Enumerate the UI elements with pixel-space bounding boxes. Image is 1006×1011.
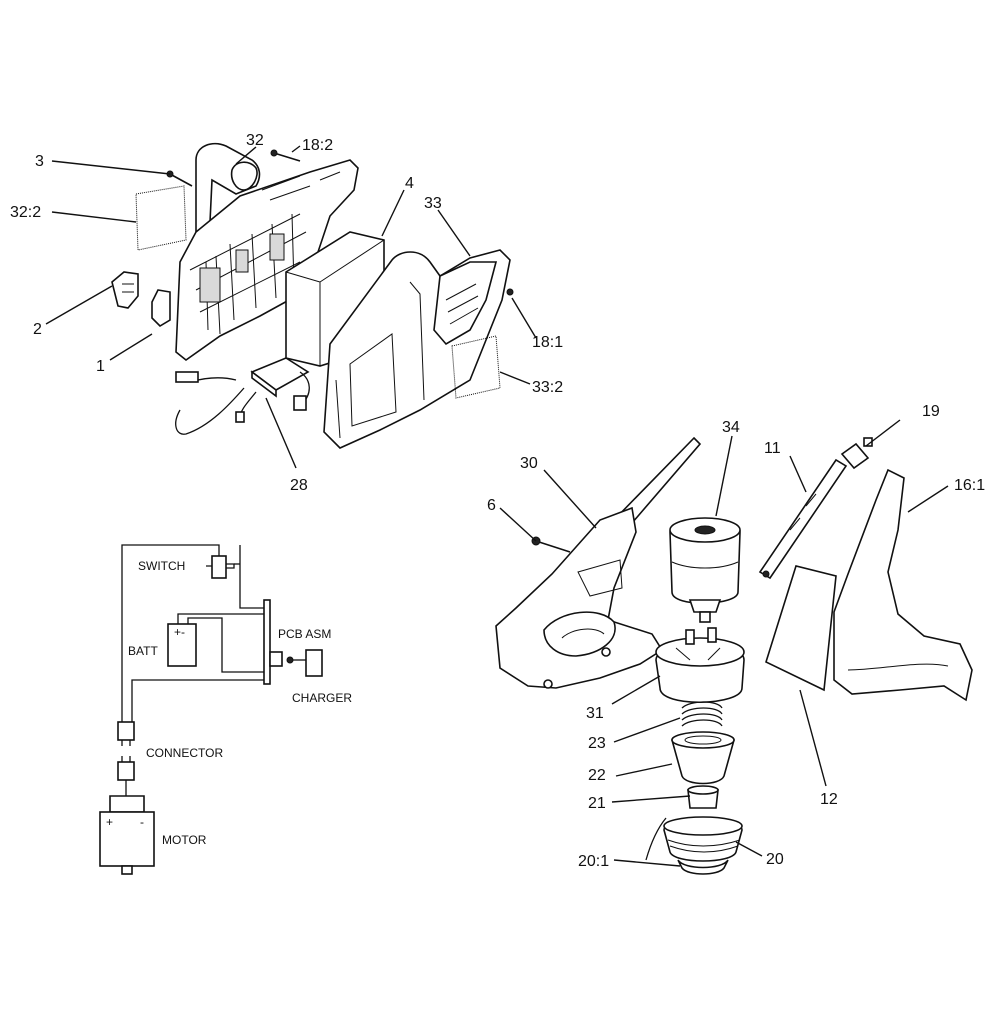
pcb-assembly-28 <box>175 357 310 435</box>
callout-28: 28 <box>290 477 308 494</box>
battery-symbol <box>167 623 197 667</box>
callout-34: 34 <box>722 419 740 436</box>
clip-1 <box>151 289 171 328</box>
motor-34 <box>669 517 741 623</box>
motor-cup-31 <box>655 627 745 703</box>
label-batt: BATT <box>128 644 158 658</box>
screw-6 <box>531 536 571 553</box>
motor-top-cap <box>109 795 145 813</box>
label-12 <box>765 565 837 692</box>
connector-bottom-symbol <box>117 761 135 781</box>
callout-19: 19 <box>922 403 940 420</box>
callout-32: 32 <box>246 132 264 149</box>
knob-20-1 <box>677 859 729 875</box>
callout-labels: 32 18:2 3 4 33 32:2 2 1 18:1 33:2 28 34 … <box>10 132 985 870</box>
guard-16-1 <box>833 468 973 702</box>
callout-12: 12 <box>820 791 838 808</box>
callout-2: 2 <box>33 321 42 338</box>
plug-19 <box>840 437 873 470</box>
callout-22: 22 <box>588 767 606 784</box>
charger-symbol <box>305 649 323 677</box>
cap-22 <box>671 731 735 785</box>
spool-21 <box>687 785 719 809</box>
callout-23: 23 <box>588 735 606 752</box>
wiring-schematic <box>99 544 323 875</box>
spring-23 <box>681 701 723 727</box>
screw-3 <box>166 170 193 187</box>
screw-18-1 <box>506 288 514 296</box>
label-motor-minus: - <box>140 815 144 829</box>
label-32-2 <box>135 185 187 251</box>
leaders-right <box>499 419 949 867</box>
connector-top-symbol <box>117 721 135 741</box>
label-charger: CHARGER <box>292 691 352 705</box>
label-batt-terminals: +- <box>174 625 185 639</box>
callout-11: 11 <box>764 440 781 457</box>
right-housing-33 <box>323 249 511 449</box>
clip-2 <box>111 271 139 309</box>
callout-33-2: 33:2 <box>532 379 563 396</box>
callout-33: 33 <box>424 195 442 212</box>
schematic-labels: SWITCH PCB ASM BATT CHARGER CONNECTOR MO… <box>106 559 352 847</box>
motor-symbol <box>99 811 155 867</box>
leaders-upper <box>45 145 537 469</box>
switch-symbol <box>211 555 227 579</box>
callout-4: 4 <box>405 175 414 192</box>
callout-16-1: 16:1 <box>954 477 985 494</box>
label-pcb-asm: PCB ASM <box>278 627 331 641</box>
label-switch: SWITCH <box>138 559 185 573</box>
callout-18-1: 18:1 <box>532 334 563 351</box>
callout-30: 30 <box>520 455 538 472</box>
callout-18-2: 18:2 <box>302 137 333 154</box>
label-connector: CONNECTOR <box>146 746 223 760</box>
callout-31: 31 <box>586 705 604 722</box>
screw-18-2 <box>270 149 301 162</box>
callout-32-2: 32:2 <box>10 204 41 221</box>
callout-20-1: 20:1 <box>578 853 609 870</box>
hub-20 <box>645 816 743 862</box>
label-motor-plus: + <box>106 815 113 829</box>
cable-11 <box>758 458 848 580</box>
callout-21: 21 <box>588 795 606 812</box>
callout-3: 3 <box>35 153 44 170</box>
label-motor: MOTOR <box>162 833 207 847</box>
pcb-board <box>263 599 271 685</box>
lower-housing-30 <box>495 506 664 689</box>
label-33-2 <box>451 335 501 399</box>
callout-6: 6 <box>487 497 496 514</box>
callout-20: 20 <box>766 851 784 868</box>
left-housing-half <box>175 142 359 362</box>
callout-1: 1 <box>96 358 105 375</box>
